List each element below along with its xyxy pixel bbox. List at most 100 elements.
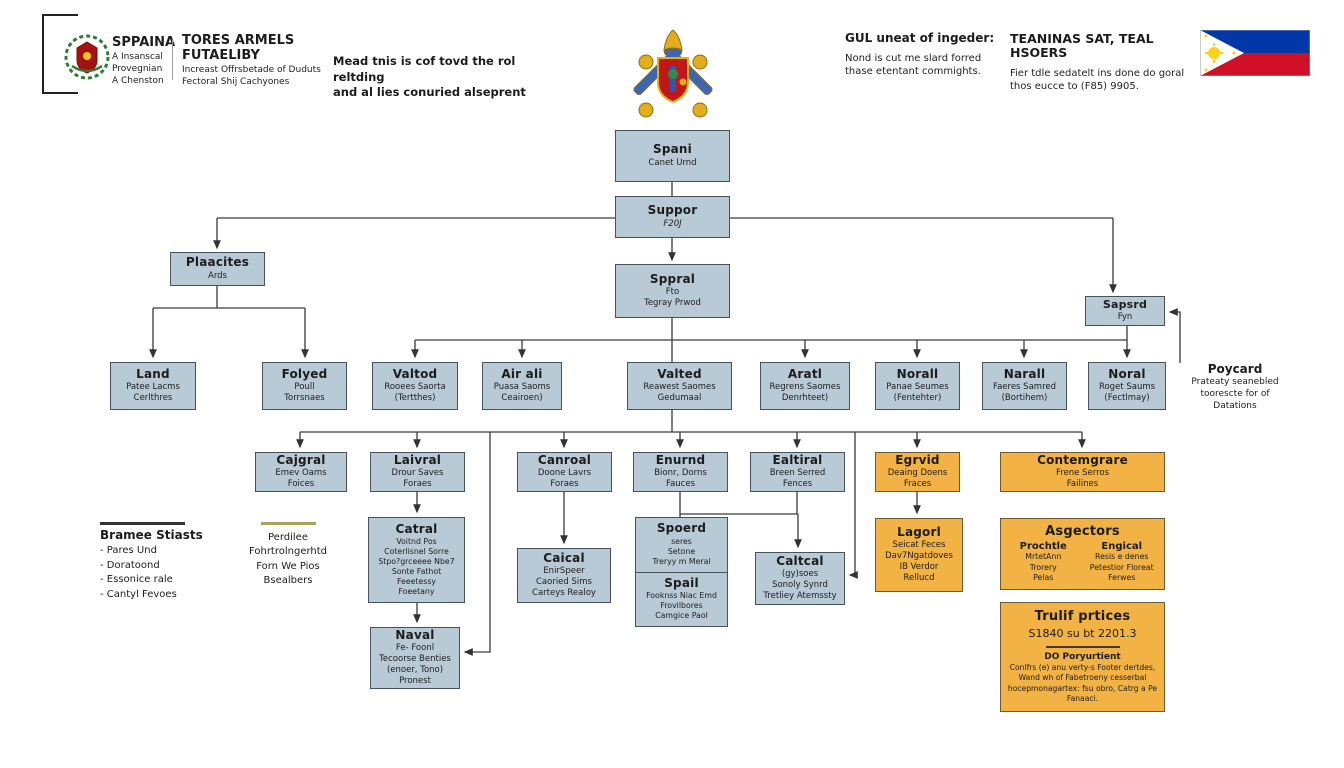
box-title: Canroal <box>537 452 592 467</box>
poycard-annotation: Poycard Prateaty seanebled toorescte for… <box>1185 362 1285 412</box>
org-box-ealtiral: Ealtiral Breen Serred Fences <box>750 452 845 492</box>
box-subtext: Fooknss Niac Emd Frovilbores Camgice Pao… <box>646 591 717 621</box>
box-title: Air ali <box>501 366 543 381</box>
box-subtext: Ards <box>208 270 227 281</box>
asgectors-columns: Prochtle MrtetAnn Trorery Pelas Engical … <box>1004 541 1161 582</box>
box-title: Aratl <box>787 366 823 381</box>
legend-perdilee: Perdilee Fohrtrolngerhtd Forn We Pios Bs… <box>243 522 333 589</box>
box-title: Noral <box>1108 366 1146 381</box>
box-subtext: Faeres Samred (Bortihem) <box>992 382 1057 404</box>
right-note-1-body: Nond is cut me slard forred thase etenta… <box>845 52 982 78</box>
seal-caption-lines: A Insanscal Provegnian A Chenston <box>112 51 164 87</box>
box-subtext: seres Setone Treryy m Meral <box>652 536 711 566</box>
box-subtext: Poull Torrsnaes <box>284 382 325 404</box>
org-box-narall: Narall Faeres Samred (Bortihem) <box>982 362 1067 410</box>
box-subtext: Fyn <box>1117 312 1133 323</box>
box-subtext: Frene Serros Failines <box>1055 468 1110 490</box>
org-box-aratl: Aratl Regrens Saomes Denrhteet) <box>760 362 850 410</box>
box-subtext: Seicat Feces Dav7Ngatdoves IB Verdor Rel… <box>885 540 953 584</box>
box-title: Catral <box>395 521 438 536</box>
seal-caption: SPPAINA A Insanscal Provegnian A Chensto… <box>112 35 176 87</box>
box-title: Spani <box>653 142 692 157</box>
col-lines: MrtetAnn Trorery Pelas <box>1025 552 1062 582</box>
org-box-naval: Naval Fe- Foonl Tecoorse Benties (enoer,… <box>370 627 460 689</box>
box-title: Caltcal <box>776 553 824 568</box>
seal-caption-title: SPPAINA <box>112 35 176 50</box>
org-box-spoerd: Spoerd seres Setone Treryy m Meral <box>636 518 727 572</box>
header-right-note-1: GUL uneat of ingeder: Nond is cut me sla… <box>845 31 1005 79</box>
org-box-sapsrd: Sapsrd Fyn <box>1085 296 1165 326</box>
legend-items: - Pares Und - Doratoond - Essonice rale … <box>100 545 177 600</box>
box-subtext: Regrens Saomes Denrhteet) <box>769 382 841 404</box>
header-center-note: Mead tnis is cof tovd the rol reltding a… <box>333 54 526 100</box>
org-box-asgectors: Asgectors Prochtle MrtetAnn Trorery Pela… <box>1000 518 1165 590</box>
org-box-plaacites: Plaacites Ards <box>170 252 265 286</box>
box-title: Lagorl <box>897 524 941 539</box>
coat-of-arms-icon <box>633 29 713 118</box>
box-subtext: Canet Urnd <box>648 157 697 168</box>
org-box-trulif-prtices: Trulif prtices S1840 su bt 2201.3 DO Por… <box>1000 602 1165 712</box>
box-subtext: Voitnd Pos Coterlisnel Sorre Stpo?grceee… <box>378 536 455 597</box>
box-subtext: Rooees Saorta (Tertthes) <box>384 382 446 404</box>
box-title: Sapsrd <box>1102 297 1148 311</box>
box-title: Asgectors <box>1045 524 1120 540</box>
col-lines: Resis e denes Petestior Floreat Ferwes <box>1089 552 1154 582</box>
trulif-subtitle: S1840 su bt 2201.3 <box>1028 627 1137 641</box>
org-box-cajgral: Cajgral Emev Oams Foices <box>255 452 347 492</box>
org-subtitle: Increast Offrsbetade of Duduts Fectoral … <box>182 64 321 88</box>
box-subtext: Drour Saves Foraes <box>391 468 444 490</box>
org-box-enurnd: Enurnd Bionr, Dorns Fauces <box>633 452 728 492</box>
org-box-spani: Spani Canet Urnd <box>615 130 730 182</box>
box-subtext: Patee Lacms Cerlthres <box>126 382 180 404</box>
org-box-folyed: Folyed Poull Torrsnaes <box>262 362 347 410</box>
box-title: Narall <box>1003 366 1046 381</box>
box-subtext: Deaing Doens Fraces <box>887 468 948 490</box>
corner-bracket-decoration <box>42 14 78 94</box>
org-box-catral: Catral Voitnd Pos Coterlisnel Sorre Stpo… <box>368 517 465 603</box>
trulif-divider <box>1045 646 1120 649</box>
org-title: TORES ARMELS FUTAELIBY <box>182 33 295 63</box>
box-subtext: Puasa Saoms Ceairoen) <box>493 382 551 404</box>
box-title: Spail <box>664 575 699 590</box>
header-right-note-2: TEANINAS SAT, TEAL HSOERS Fier tdle seda… <box>1010 31 1190 94</box>
legend-line-swatch-olive <box>260 522 316 525</box>
box-title: Ealtiral <box>772 452 823 467</box>
box-title: Valtod <box>392 366 438 381</box>
box-title: Spoerd <box>656 521 707 536</box>
box-subtext: Panae Seumes (Fentehter) <box>886 382 949 404</box>
org-box-lagorl: Lagorl Seicat Feces Dav7Ngatdoves IB Ver… <box>875 518 963 592</box>
poycard-title: Poycard <box>1207 362 1263 376</box>
legend-branch-types: Bramee Stiasts - Pares Und - Doratoond -… <box>100 522 210 602</box>
org-box-valted: Valted Reawest Saomes Gedumaal <box>627 362 732 410</box>
box-title: Land <box>136 366 170 381</box>
right-note-2-body: Fier tdle sedatelt ins done do goral tho… <box>1010 67 1185 93</box>
org-box-caical: Caical EnirSpeer Caoried Sims Carteys Re… <box>517 548 611 603</box>
box-subtext: Doone Lavrs Foraes <box>537 468 592 490</box>
box-subtext: (gy)soes Sonoly Synrd Tretliey Atemssty <box>763 569 837 602</box>
org-box-sppral: Sppral Fto Tegray Prwod <box>615 264 730 318</box>
legend-items: Perdilee Fohrtrolngerhtd Forn We Pios Bs… <box>248 531 328 587</box>
org-box-caltcal: Caltcal (gy)soes Sonoly Synrd Tretliey A… <box>755 552 845 605</box>
box-title: Naval <box>395 627 435 642</box>
box-title: Trulif prtices <box>1034 608 1131 624</box>
box-title: Contemgrare <box>1037 452 1128 467</box>
org-box-canroal: Canroal Doone Lavrs Foraes <box>517 452 612 492</box>
agency-seal-icon <box>64 34 110 80</box>
box-title: Egrvid <box>895 452 940 467</box>
box-subtext: Breen Serred Fences <box>769 468 826 490</box>
right-note-2-title: TEANINAS SAT, TEAL HSOERS <box>1010 31 1154 61</box>
org-box-suppor: Suppor F20J <box>615 196 730 238</box>
box-subtext: Fto Tegray Prwod <box>644 287 701 309</box>
org-box-contemgrare: Contemgrare Frene Serros Failines <box>1000 452 1165 492</box>
box-subtext: EnirSpeer Caoried Sims Carteys Realoy <box>532 566 596 599</box>
header-divider <box>172 40 173 80</box>
org-box-noral: Noral Roget Saums (Fectlmay) <box>1088 362 1166 410</box>
box-title: Plaacites <box>185 255 250 270</box>
org-box-spoerd-spail: Spoerd seres Setone Treryy m Meral Spail… <box>635 517 728 627</box>
box-subtext: Fe- Foonl Tecoorse Benties (enoer, Tono)… <box>379 643 451 687</box>
box-subtext: Reawest Saomes Gedumaal <box>643 382 716 404</box>
box-title: Valted <box>657 366 702 381</box>
trulif-body: Conlfrs (e) anu verty-s Footer dertdes, … <box>1007 663 1158 703</box>
org-box-spail: Spail Fooknss Niac Emd Frovilbores Camgi… <box>636 571 727 627</box>
